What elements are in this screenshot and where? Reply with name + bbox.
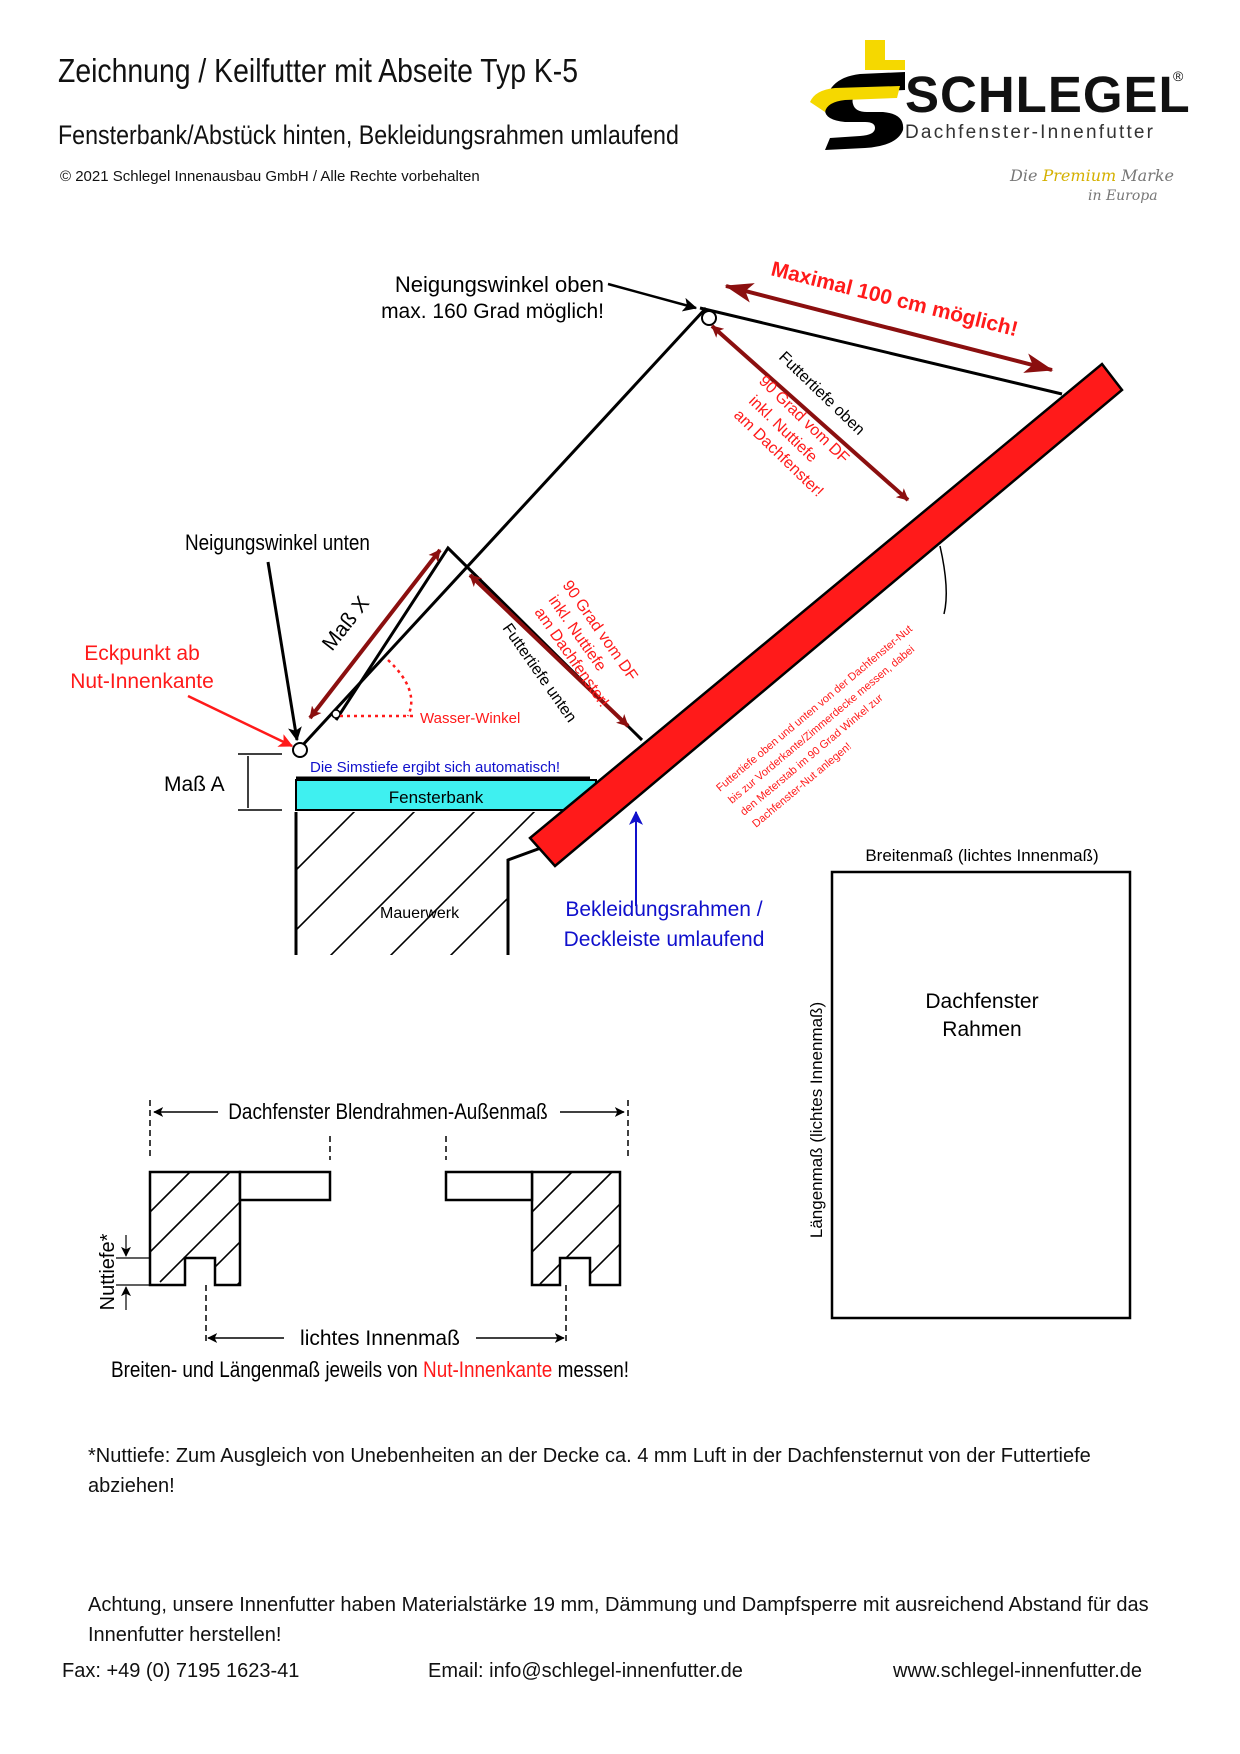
- schlegel-logo-icon: [810, 40, 905, 150]
- footer-website[interactable]: www.schlegel-innenfutter.de: [893, 1660, 1143, 1682]
- groove-depth-label: Nuttiefe*: [97, 1233, 119, 1310]
- sill-depth-label: Die Simstiefe ergibt sich automatisch!: [310, 759, 560, 776]
- top-corner-point: [701, 310, 717, 326]
- footer-email[interactable]: Email: info@schlegel-innenfutter.de: [428, 1660, 743, 1682]
- width-label: Breitenmaß (lichtes Innenmaß): [865, 846, 1098, 865]
- angle-top-line2: max. 160 Grad möglich!: [381, 300, 604, 323]
- cladding-label-1: Bekleidungsrahmen /: [565, 898, 762, 921]
- mass-x-arrow: [308, 548, 442, 720]
- water-angle-label: Wasser-Winkel: [420, 710, 520, 727]
- water-angle-point: [331, 709, 341, 719]
- angle-bottom-label: Neigungswinkel unten: [185, 531, 370, 556]
- window-sill-label: Fensterbank: [389, 788, 484, 807]
- right-blend-frame: [530, 1170, 622, 1287]
- slogan-line1: Die Premium Marke: [1010, 166, 1174, 185]
- right-sash: [444, 1170, 534, 1202]
- max-length-arrow: [724, 283, 1054, 373]
- masonry-label: Mauerwerk: [380, 905, 460, 922]
- angle-top-line1: Neigungswinkel oben: [395, 272, 604, 297]
- left-sash: [238, 1170, 332, 1202]
- footer-fax: Fax: +49 (0) 7195 1623-41: [62, 1660, 300, 1682]
- brand-tagline: Dachfenster-Innenfutter: [905, 122, 1156, 143]
- measure-rule: Breiten- und Längenmaß jeweils von Nut-I…: [111, 1358, 629, 1383]
- groove-note: *Nuttiefe: Zum Ausgleich von Unebenheite…: [88, 1445, 1091, 1497]
- inner-dim-label: lichtes Innenmaß: [300, 1327, 460, 1350]
- length-label: Längenmaß (lichtes Innenmaß): [807, 1002, 826, 1238]
- bottom-corner-point: [292, 742, 308, 758]
- page-title: Zeichnung / Keilfutter mit Abseite Typ K…: [58, 52, 579, 89]
- slogan-line2: in Europa: [1088, 188, 1158, 204]
- registered-mark: ®: [1173, 68, 1184, 84]
- window-sill: [295, 779, 597, 811]
- cladding-label-2: Deckleiste umlaufend: [564, 928, 765, 951]
- depth-bottom-arrow: [468, 573, 630, 728]
- warning-note: Achtung, unsere Innenfutter haben Materi…: [88, 1594, 1149, 1646]
- brand-name: SCHLEGEL: [905, 66, 1191, 123]
- window-frame-rect: [830, 870, 1132, 1320]
- frame-label-1: Dachfenster: [925, 990, 1038, 1013]
- corner-label-2: Nut-Innenkante: [70, 670, 214, 693]
- left-blend-frame: [148, 1170, 242, 1287]
- outer-dim-label: Dachfenster Blendrahmen-Außenmaß: [228, 1100, 547, 1125]
- frame-label-2: Rahmen: [942, 1018, 1021, 1041]
- copyright: © 2021 Schlegel Innenausbau GmbH / Alle …: [60, 168, 480, 185]
- page-subtitle: Fensterbank/Abstück hinten, Bekleidungsr…: [58, 120, 679, 150]
- roof-window-frame: [528, 362, 1124, 868]
- corner-label-1: Eckpunkt ab: [84, 642, 200, 665]
- mass-a-label: Maß A: [164, 773, 225, 796]
